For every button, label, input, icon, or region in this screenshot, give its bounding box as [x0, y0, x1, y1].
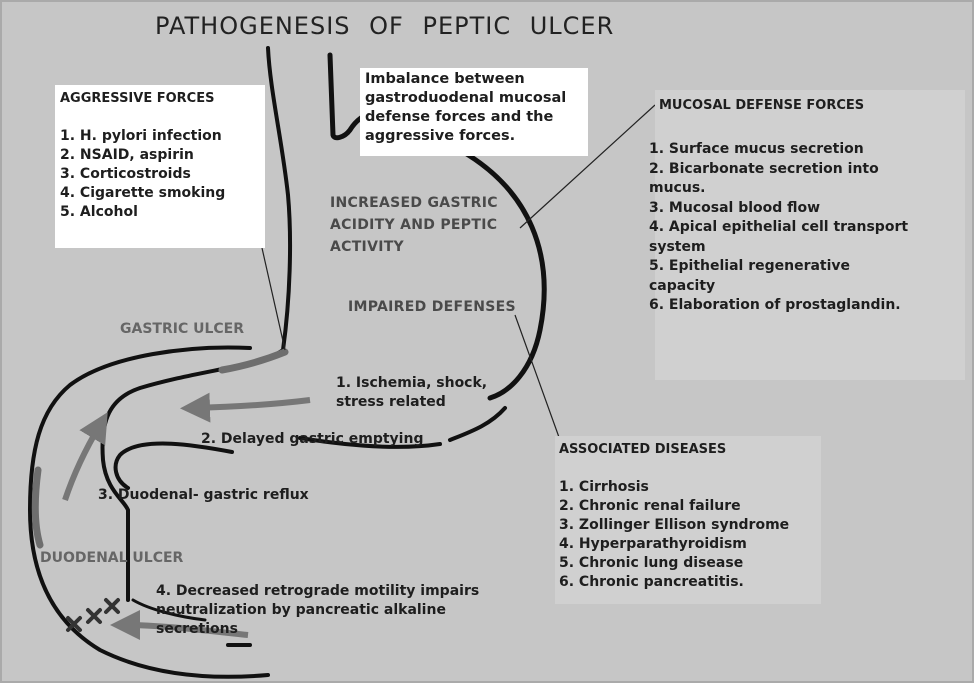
retrograde-line: secretions — [156, 621, 238, 637]
delayed-emptying-factor: 2. Delayed gastric emptying — [201, 431, 424, 447]
associated-disease-item: 2. Chronic renal failure — [559, 498, 741, 514]
associated-disease-item: 4. Hyperparathyroidism — [559, 536, 747, 552]
aggressive-force-item: 1. H. pylori infection — [60, 128, 222, 144]
ischemia-line: 1. Ischemia, shock, — [336, 375, 488, 391]
retrograde-line: neutralization by pancreatic alkaline — [156, 602, 446, 618]
greater-curvature-lower — [448, 406, 507, 442]
mucosal-defense-line: mucus. — [649, 180, 706, 196]
duodenum-inner-loop — [131, 598, 207, 622]
imbalance-box: Imbalance between gastroduodenal mucosal… — [360, 68, 588, 156]
mucosal-defense-line: 5. Epithelial regenerative — [649, 258, 851, 274]
ischemia-line: stress related — [336, 394, 446, 410]
mucosal-pointer-line — [519, 104, 656, 229]
duodenum-outer-wall — [113, 436, 442, 490]
imbalance-text: Imbalance between gastroduodenal mucosal… — [365, 70, 566, 146]
associated-diseases-list: 1. Cirrhosis 2. Chronic renal failure 3.… — [559, 478, 789, 592]
ischemia-factor: 1. Ischemia, shock, stress related — [336, 374, 487, 412]
reflux-factor: 3. Duodenal- gastric reflux — [98, 487, 309, 503]
imbalance-line: gastroduodenal mucosal — [365, 90, 567, 106]
mucosal-defense-line: 3. Mucosal blood flow — [649, 199, 821, 216]
diagram-title: PATHOGENESIS OF PEPTIC ULCER — [155, 12, 615, 40]
duodenal-ulcer-mark — [31, 466, 44, 549]
diseases-pointer-line — [514, 314, 561, 441]
associated-disease-item: 1. Cirrhosis — [559, 479, 649, 495]
cross-marks — [66, 598, 120, 632]
mucosal-defense-list: 1. Surface mucus secretion 2. Bicarbonat… — [649, 140, 908, 316]
ischemia-arrow — [180, 392, 311, 423]
imbalance-line: aggressive forces. — [365, 128, 516, 144]
aggressive-force-item: 4. Cigarette smoking — [60, 185, 226, 201]
mucosal-defense-line: 1. Surface mucus secretion — [649, 141, 864, 157]
imbalance-line: defense forces and the — [365, 109, 554, 125]
mucosal-defense-heading: MUCOSAL DEFENSE FORCES — [659, 98, 865, 113]
aggressive-force-item: 3. Corticostroids — [60, 166, 191, 182]
impaired-defenses-label: IMPAIRED DEFENSES — [348, 299, 516, 315]
duodenum-outer-loop — [27, 345, 270, 679]
associated-diseases-box: ASSOCIATED DISEASES 1. Cirrhosis 2. Chro… — [555, 436, 821, 604]
associated-diseases-heading: ASSOCIATED DISEASES — [559, 442, 727, 457]
increased-acidity-line: ACIDITY AND PEPTIC — [330, 217, 498, 233]
gastric-ulcer-label: GASTRIC ULCER — [120, 321, 245, 337]
mucosal-defense-line: 6. Elaboration of prostaglandin. — [649, 297, 901, 313]
duodenal-ulcer-label: DUODENAL ULCER — [40, 550, 184, 566]
mucosal-defense-line: capacity — [649, 277, 716, 294]
retrograde-arrow — [110, 610, 249, 641]
increased-acidity-line: INCREASED GASTRIC — [330, 195, 498, 211]
mucosal-defense-line: system — [649, 238, 706, 255]
aggressive-force-item: 2. NSAID, aspirin — [60, 147, 194, 163]
imbalance-line: Imbalance between — [365, 71, 525, 87]
mucosal-defense-box: MUCOSAL DEFENSE FORCES 1. Surface mucus … — [649, 90, 965, 380]
mucosal-defense-line: 2. Bicarbonate secretion into — [649, 160, 879, 177]
aggressive-forces-heading: AGGRESSIVE FORCES — [60, 91, 215, 106]
mucosal-defense-line: 4. Apical epithelial cell transport — [649, 219, 909, 235]
associated-disease-item: 3. Zollinger Ellison syndrome — [559, 517, 790, 533]
aggressive-forces-list: 1. H. pylori infection 2. NSAID, aspirin… — [60, 127, 225, 222]
aggressive-force-item: 5. Alcohol — [60, 204, 138, 220]
greater-curvature — [457, 147, 547, 401]
aggressive-forces-box: AGGRESSIVE FORCES 1. H. pylori infection… — [55, 85, 265, 248]
increased-acidity-label: INCREASED GASTRIC ACIDITY AND PEPTIC ACT… — [330, 192, 498, 258]
increased-acidity-line: ACTIVITY — [330, 239, 404, 255]
retrograde-line: 4. Decreased retrograde motility impairs — [156, 583, 480, 599]
gastric-ulcer-mark — [218, 348, 289, 374]
aggressive-pointer-line — [261, 247, 286, 351]
associated-disease-item: 5. Chronic lung disease — [559, 555, 744, 571]
retrograde-factor: 4. Decreased retrograde motility impairs… — [156, 582, 479, 639]
associated-disease-item: 6. Chronic pancreatitis. — [559, 574, 744, 590]
reflux-arrow — [62, 412, 108, 501]
